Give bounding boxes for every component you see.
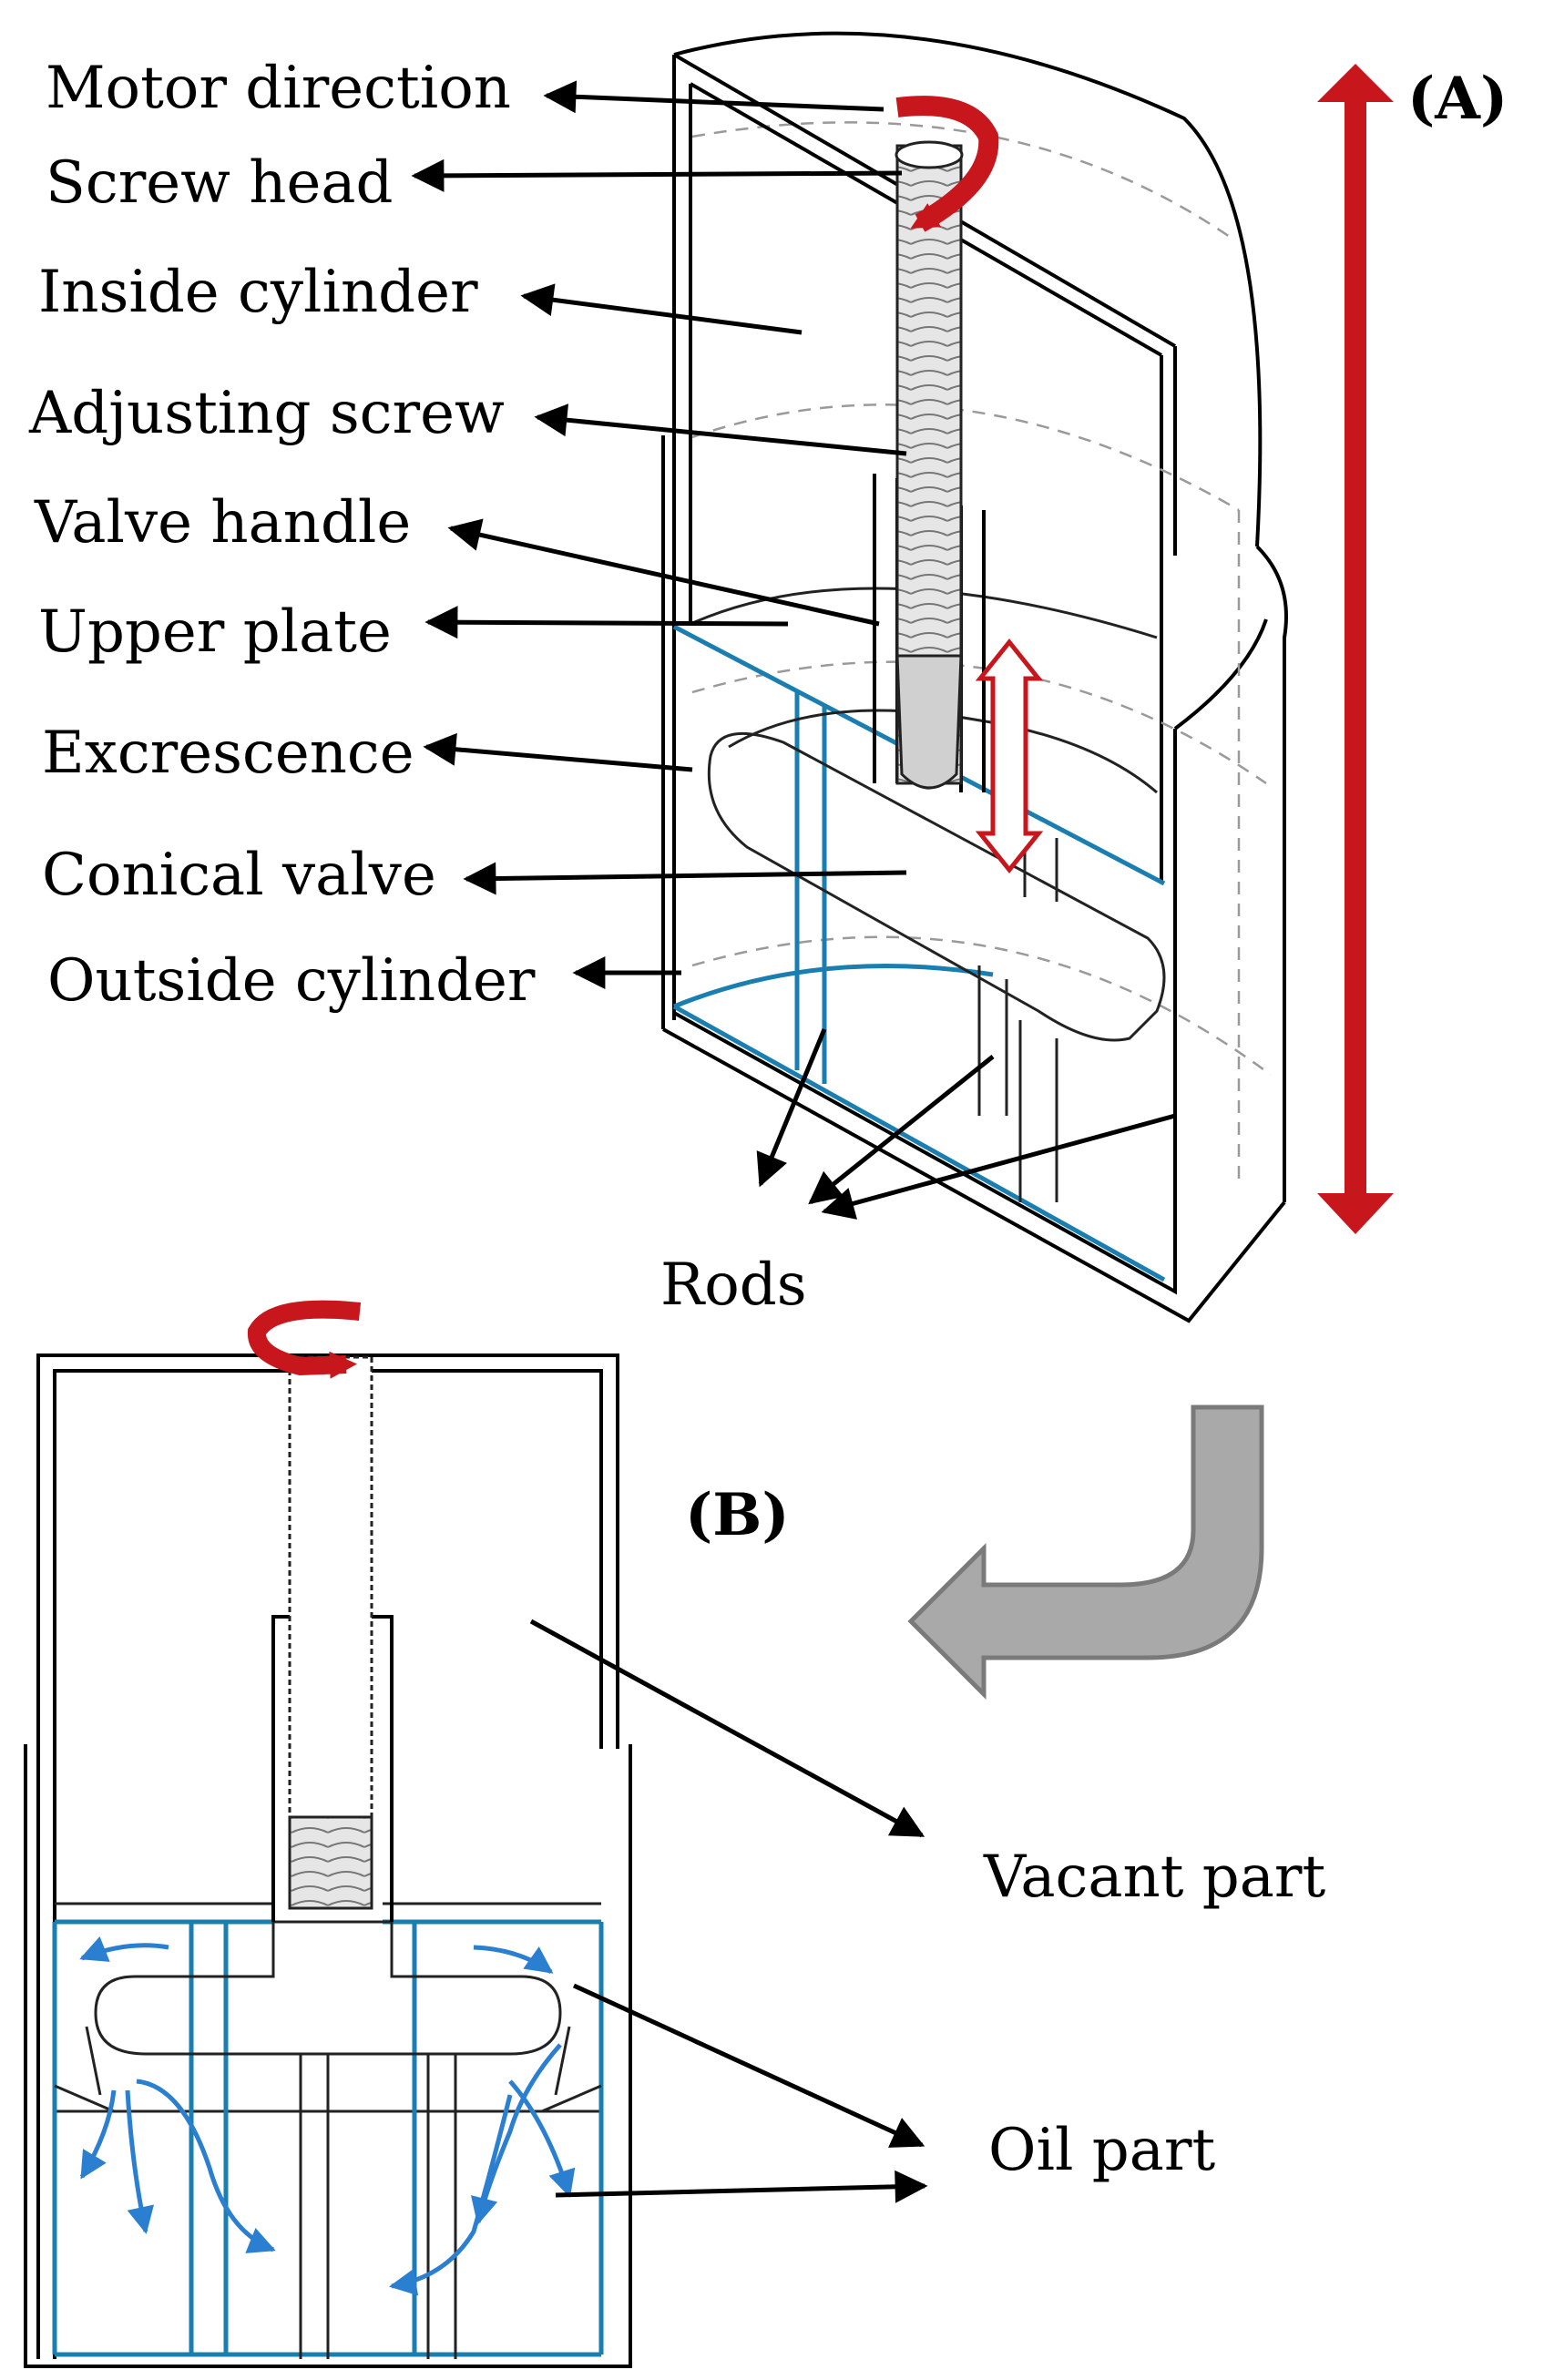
motor-rotation-arrow (895, 96, 999, 232)
pointer-adjusting-screw (534, 403, 907, 456)
screw-head-ellipse (895, 140, 964, 169)
panel-b-illustration (24, 1300, 632, 2368)
label-valve-handle: Valve handle (34, 489, 411, 557)
stroke-direction-arrow (1317, 64, 1394, 1234)
label-conical-valve: Conical valve (42, 842, 436, 909)
pointer-motor-direction (543, 80, 884, 114)
screw-section (288, 1355, 373, 1823)
pointer-rod-3 (821, 1113, 1176, 1220)
panel-b-tag: (B) (685, 1481, 790, 1549)
panel-a-illustration (661, 31, 1394, 1323)
panel-a-pointers (411, 80, 1176, 1220)
pointer-rod-1 (756, 1028, 827, 1188)
pointer-conical-valve (463, 862, 907, 895)
pointer-rod-2 (808, 1055, 995, 1205)
transition-arrow (907, 1405, 1264, 1701)
pointer-vacant-part (529, 1619, 925, 1838)
label-screw-head: Screw head (46, 149, 394, 217)
panel-a-tag: (A) (1407, 65, 1508, 133)
pointer-inside-cylinder (520, 283, 803, 335)
label-oil-part: Oil part (988, 2117, 1215, 2184)
panel-b-pointers (529, 1619, 928, 2203)
valve-travel-arrow (975, 638, 1044, 874)
top-rotation-arrow (248, 1300, 362, 1379)
label-inside-cylinder: Inside cylinder (38, 259, 478, 326)
pointer-valve-handle (447, 518, 880, 627)
pointer-oil-part-2 (555, 2170, 928, 2203)
label-excrescence: Excrescence (42, 720, 414, 787)
label-vacant-part: Vacant part (983, 1844, 1326, 1911)
pointer-oil-part-1 (572, 1983, 925, 2148)
label-adjusting-screw: Adjusting screw (28, 380, 505, 447)
pointer-upper-plate (424, 606, 789, 639)
label-upper-plate: Upper plate (38, 598, 392, 666)
label-rods: Rods (660, 1251, 807, 1319)
pointer-screw-head (411, 158, 903, 192)
label-motor-direction: Motor direction (46, 55, 511, 122)
pointer-excrescence (423, 732, 693, 772)
label-outside-cylinder: Outside cylinder (47, 947, 536, 1015)
